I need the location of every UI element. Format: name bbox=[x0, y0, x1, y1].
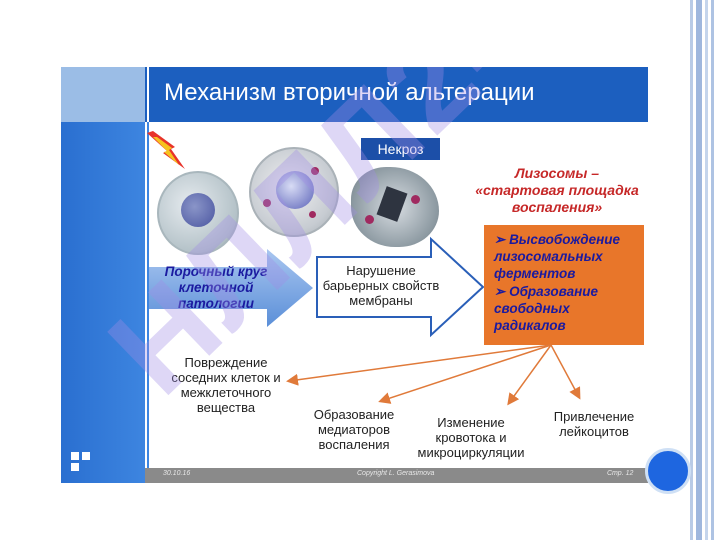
left-bar bbox=[61, 122, 145, 483]
membrane-arrow bbox=[316, 236, 485, 338]
right-border-1 bbox=[690, 0, 693, 540]
membrane-damage-text: Нарушение барьерных свойств мембраны bbox=[322, 263, 440, 308]
necrotic-cell-image bbox=[351, 167, 439, 247]
outcome-arrows bbox=[286, 344, 581, 406]
effect-item-2: ➢ Образование свободных радикалов bbox=[494, 284, 599, 333]
lightning-icon bbox=[147, 131, 185, 169]
left-bar-divider bbox=[147, 122, 149, 468]
header-corner-box bbox=[61, 67, 145, 122]
bullet-arrow-icon: ➢ bbox=[494, 284, 510, 299]
slide: Механизм вторичной альтерации Некроз Лиз… bbox=[61, 67, 648, 483]
organelle-dot bbox=[309, 211, 316, 218]
outcome-cell-damage: Повреждение соседних клеток и межклеточн… bbox=[171, 355, 281, 415]
lysosome-effects-box: ➢ Высвобождение лизосомальных ферментов … bbox=[484, 225, 644, 345]
outcome-mediators: Образование медиаторов воспаления bbox=[313, 407, 395, 452]
vicious-circle-arrow bbox=[149, 249, 313, 327]
footer-page: Стр. 12 bbox=[607, 470, 634, 477]
organelle-dot bbox=[411, 195, 420, 204]
slide-header: Механизм вторичной альтерации bbox=[61, 67, 648, 122]
slide-footer: 30.10.16 Copyright L. Gerasimova Стр. 12 bbox=[145, 468, 648, 483]
footer-copyright: Copyright L. Gerasimova bbox=[357, 470, 435, 477]
necrosis-label: Некроз bbox=[361, 138, 440, 160]
vicious-circle-text: Порочный круг клеточной патологии bbox=[164, 264, 268, 311]
cell-nucleus bbox=[181, 193, 215, 227]
healthy-cell-image bbox=[157, 171, 239, 255]
organelle-dot bbox=[365, 215, 374, 224]
effect-item-1: ➢ Высвобождение лизосомальных ферментов bbox=[494, 232, 621, 281]
bullet-arrow-icon: ➢ bbox=[494, 232, 510, 247]
outcome-leukocytes: Привлечение лейкоцитов bbox=[553, 409, 635, 439]
organelle-dot bbox=[311, 167, 319, 175]
right-border-4 bbox=[711, 0, 714, 540]
slide-title: Механизм вторичной альтерации bbox=[164, 79, 535, 106]
decorative-circle bbox=[645, 448, 691, 494]
organelle-dot bbox=[263, 199, 271, 207]
swollen-cell-image bbox=[249, 147, 339, 237]
outcome-bloodflow: Изменение кровотока и микроциркуляции bbox=[417, 415, 525, 460]
header-divider bbox=[147, 67, 149, 122]
footer-date: 30.10.16 bbox=[163, 470, 191, 477]
right-border-2 bbox=[696, 0, 702, 540]
right-border-3 bbox=[705, 0, 708, 540]
lysosomes-title: Лизосомы – «стартовая площадка воспалени… bbox=[475, 165, 639, 215]
cell-nucleus bbox=[276, 171, 314, 209]
